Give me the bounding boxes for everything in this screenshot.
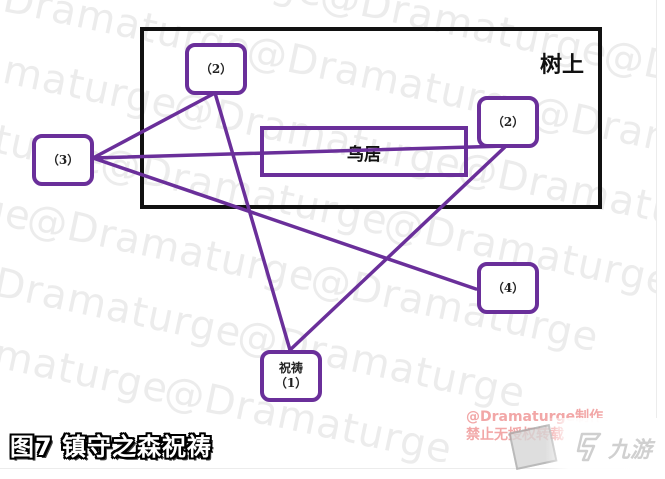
diagram-canvas: @Dramaturge @Dramaturge @Dramaturge @Dra… xyxy=(0,0,657,469)
node-1-prayer: 祝祷 （1） xyxy=(260,350,322,402)
jiuyou-logo-text: 九游 xyxy=(608,438,653,463)
figure-caption: 图7 镇守之森祝祷 xyxy=(10,433,213,461)
edge-3-to-2-right xyxy=(91,144,508,160)
node-label: （4） xyxy=(491,280,525,295)
edge-2-right-to-1 xyxy=(288,144,508,352)
edge-3-to-2-top xyxy=(91,91,217,160)
node-2-top: （2） xyxy=(185,43,247,95)
node-4: （4） xyxy=(477,262,539,314)
edge-3-to-4 xyxy=(91,156,478,291)
node-2-right: （2） xyxy=(477,96,539,148)
node-label: （2） xyxy=(199,61,233,76)
node-3: （3） xyxy=(32,134,94,186)
logo-overlay xyxy=(545,418,665,479)
node-label: （3） xyxy=(46,152,80,167)
tree-region-box: 树上 xyxy=(140,27,602,209)
node-label-number: （1） xyxy=(274,376,308,390)
jiuyou-logo-icon xyxy=(576,432,602,462)
node-label: （2） xyxy=(491,114,525,129)
connection-lines xyxy=(91,91,508,352)
node-label-title: 祝祷 xyxy=(278,361,303,375)
edge-2-top-to-1 xyxy=(213,91,292,352)
tree-region-label: 树上 xyxy=(539,52,584,78)
